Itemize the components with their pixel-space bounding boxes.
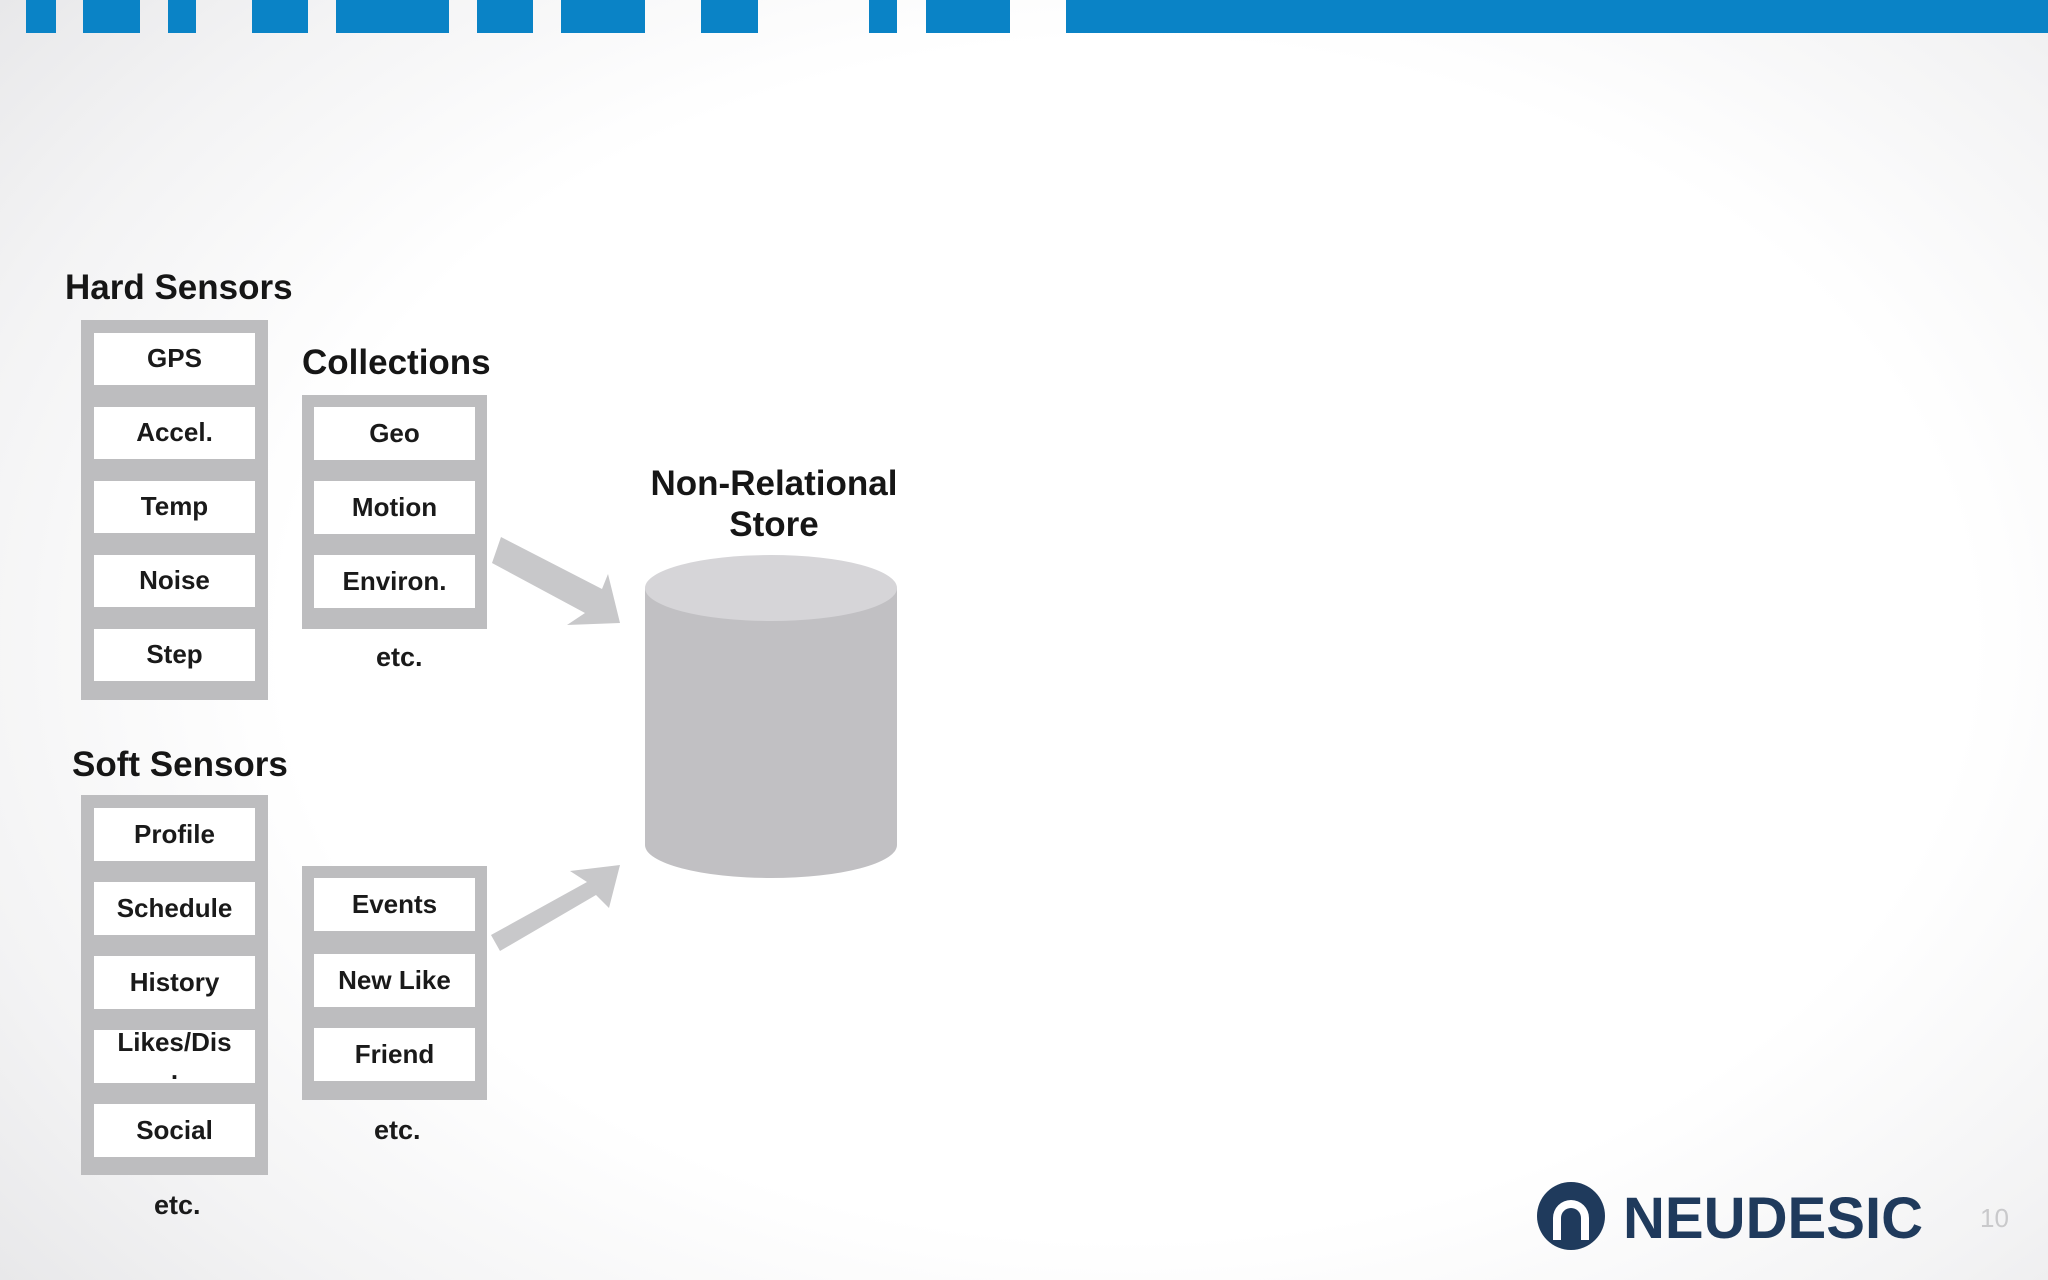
top-accent-bar — [0, 0, 2048, 33]
accent-segment — [701, 0, 758, 33]
logo-wordmark: NEUDESIC — [1623, 1186, 1923, 1251]
collections-panel: Geo Motion Environ. — [302, 395, 487, 629]
soft-sensor-social: Social — [94, 1104, 255, 1157]
accent-segment — [561, 0, 645, 33]
soft-sensors-etc: etc. — [154, 1190, 201, 1220]
hard-sensor-noise: Noise — [94, 555, 255, 607]
accent-segment — [168, 0, 196, 33]
soft-sensor-history: History — [94, 956, 255, 1009]
accent-segment — [83, 0, 140, 33]
collection-motion: Motion — [314, 481, 475, 534]
events-etc: etc. — [374, 1115, 421, 1145]
accent-segment — [1066, 0, 2048, 33]
events-panel: Events New Like Friend — [302, 866, 487, 1100]
arrow-up-right-icon — [491, 865, 620, 951]
accent-segment — [869, 0, 897, 33]
soft-sensor-likes: Likes/Dis . — [94, 1029, 255, 1083]
accent-segment — [336, 0, 449, 33]
soft-sensors-panel: Profile Schedule History Likes/Dis . Soc… — [81, 795, 268, 1175]
collections-etc: etc. — [376, 642, 423, 672]
hard-sensors-title: Hard Sensors — [65, 268, 293, 307]
neudesic-logo: NEUDESIC — [1537, 1182, 1923, 1251]
event-new-like: New Like — [314, 954, 475, 1007]
arrow-down-right-icon — [492, 537, 620, 625]
accent-segment — [26, 0, 56, 33]
hard-sensors-panel: GPS Accel. Temp Noise Step — [81, 320, 268, 700]
soft-sensor-schedule: Schedule — [94, 882, 255, 935]
store-title: Non-Relational Store — [620, 463, 928, 545]
collection-geo: Geo — [314, 407, 475, 460]
collection-environ: Environ. — [314, 555, 475, 608]
soft-sensor-profile: Profile — [94, 808, 255, 861]
page-number: 10 — [1980, 1203, 2009, 1233]
accent-segment — [477, 0, 533, 33]
hard-sensor-accel: Accel. — [94, 407, 255, 459]
store-title-line1: Non-Relational — [650, 464, 898, 503]
hard-sensor-gps: GPS — [94, 333, 255, 385]
hard-sensor-step: Step — [94, 629, 255, 681]
hard-sensor-temp: Temp — [94, 481, 255, 533]
soft-sensors-title: Soft Sensors — [72, 745, 288, 784]
event-events: Events — [314, 878, 475, 931]
store-title-line2: Store — [729, 505, 819, 544]
accent-segment — [926, 0, 1010, 33]
database-cylinder-icon — [645, 555, 897, 878]
event-friend: Friend — [314, 1028, 475, 1081]
accent-segment — [252, 0, 308, 33]
collections-title: Collections — [302, 343, 491, 382]
